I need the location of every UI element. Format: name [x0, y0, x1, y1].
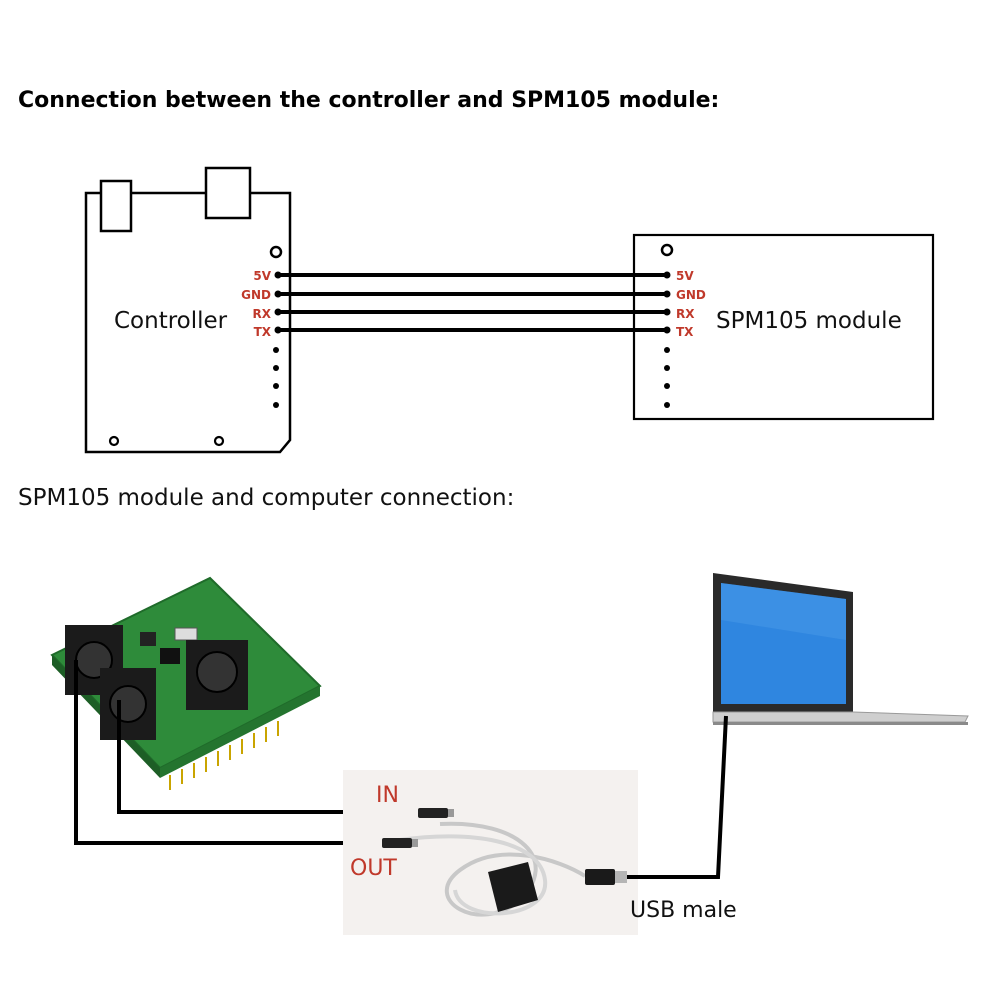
cable-in-label: IN — [376, 783, 399, 808]
controller-pin-gnd: GND — [241, 288, 271, 302]
controller-board — [84, 166, 292, 454]
usb-port-outline — [99, 179, 133, 233]
serial-wires — [274, 271, 671, 334]
midi-leads — [74, 660, 420, 845]
usb-male-label: USB male — [630, 898, 737, 923]
section-subheading: SPM105 module and computer connection: — [18, 485, 514, 511]
module-pin-5v: 5V — [676, 269, 694, 283]
module-label: SPM105 module — [716, 308, 902, 334]
power-jack-outline — [204, 166, 252, 220]
usb-midi-cable-icon — [343, 770, 638, 935]
cable-out-label: OUT — [350, 856, 397, 881]
module-pin-rx: RX — [676, 307, 695, 321]
controller-label: Controller — [114, 308, 228, 334]
laptop-icon — [712, 573, 969, 725]
controller-pin-tx: TX — [254, 325, 272, 339]
page-title: Connection between the controller and SP… — [18, 88, 719, 113]
controller-pin-5v: 5V — [253, 269, 271, 283]
controller-pin-rx: RX — [253, 307, 272, 321]
midi-shield-icon — [50, 576, 322, 790]
usb-lead — [627, 715, 728, 879]
module-pin-gnd: GND — [676, 288, 706, 302]
module-box — [632, 233, 935, 421]
module-pin-tx: TX — [676, 325, 694, 339]
